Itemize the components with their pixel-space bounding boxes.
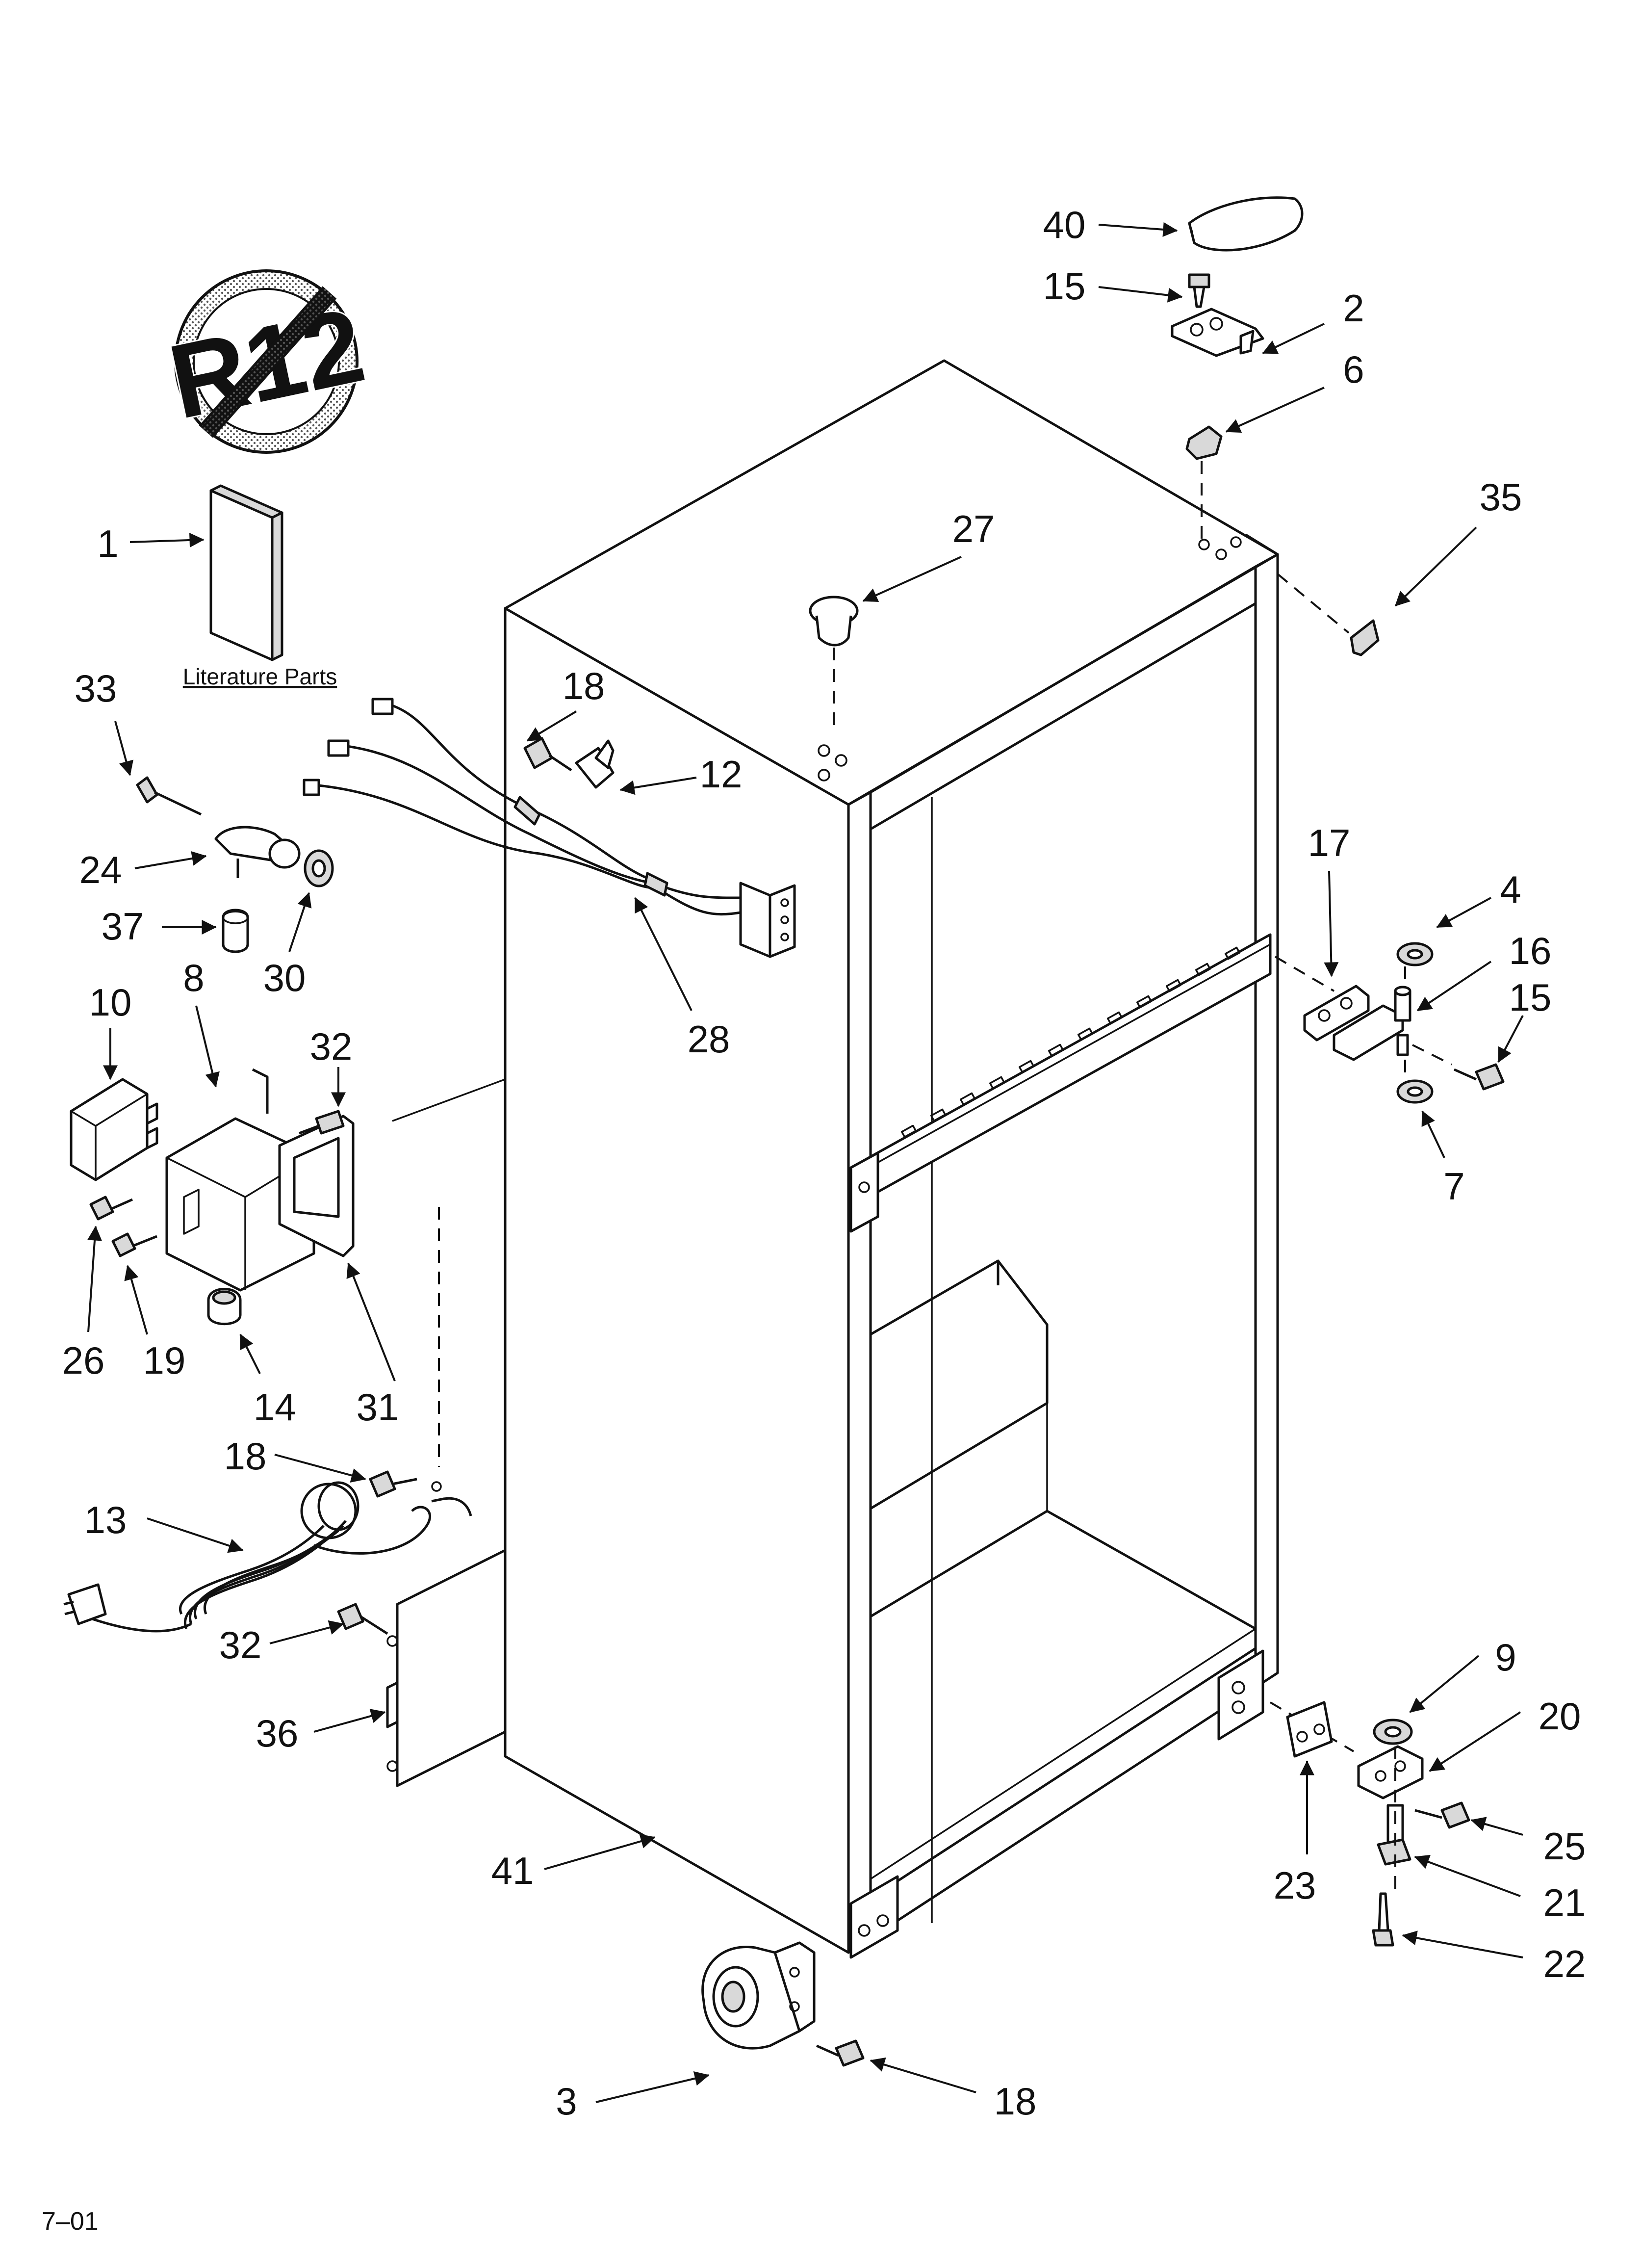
callout-21: 21 xyxy=(1543,1881,1586,1924)
callout-28: 28 xyxy=(688,1017,730,1061)
grommet-14 xyxy=(207,1288,242,1326)
callout-36: 36 xyxy=(256,1712,299,1755)
callout-32-a: 32 xyxy=(310,1025,353,1068)
callout-7: 7 xyxy=(1443,1165,1464,1208)
callout-31: 31 xyxy=(357,1385,399,1429)
callout-19: 19 xyxy=(143,1339,186,1382)
hinge-cover xyxy=(1188,196,1304,252)
refrigerator-cabinet xyxy=(504,359,1279,1959)
callout-26: 26 xyxy=(62,1339,105,1382)
callout-3: 3 xyxy=(556,2080,577,2123)
hinge-plate-17 xyxy=(1303,985,1370,1042)
callout-30: 30 xyxy=(263,956,306,999)
plug-button xyxy=(809,596,859,647)
callout-40: 40 xyxy=(1043,203,1086,246)
callout-2: 2 xyxy=(1343,287,1364,330)
screw-18c xyxy=(816,2039,865,2067)
callout-33: 33 xyxy=(75,667,117,710)
screw-19 xyxy=(111,1232,157,1257)
callout-8: 8 xyxy=(183,956,204,999)
callout-25: 25 xyxy=(1543,1825,1586,1868)
top-hinge-screw xyxy=(1188,273,1210,308)
callout-20: 20 xyxy=(1539,1694,1581,1738)
wire-clip-screw xyxy=(523,737,572,772)
bracket-24 xyxy=(214,826,301,878)
wire-harness xyxy=(303,698,796,958)
callout-13: 13 xyxy=(84,1498,127,1541)
callout-14: 14 xyxy=(254,1385,296,1429)
callout-18-c: 18 xyxy=(994,2080,1037,2123)
wire-clip xyxy=(575,739,615,789)
literature-booklet xyxy=(209,484,283,661)
door-stop xyxy=(1350,619,1380,656)
callout-27: 27 xyxy=(952,507,995,550)
no-r12-refrigerant-icon: R12 xyxy=(158,269,375,454)
callout-10: 10 xyxy=(89,981,132,1024)
cover-31 xyxy=(278,1115,355,1257)
callout-labels: 40 15 2 6 35 27 1 33 18 12 24 37 30 28 1… xyxy=(62,203,1586,2123)
bottom-hinge-20 xyxy=(1357,1745,1424,1799)
screw-26 xyxy=(89,1196,133,1221)
top-hinge xyxy=(1171,308,1264,357)
hinge-shim xyxy=(1185,425,1223,460)
callout-18-b: 18 xyxy=(224,1434,267,1478)
spacer-37 xyxy=(222,909,249,953)
callout-16: 16 xyxy=(1509,929,1552,972)
callout-4: 4 xyxy=(1500,868,1521,911)
grommet-30 xyxy=(304,849,334,887)
callout-37: 37 xyxy=(102,905,144,948)
shim-23 xyxy=(1286,1701,1333,1758)
washer-7 xyxy=(1396,1079,1434,1104)
callout-35: 35 xyxy=(1480,475,1522,519)
washer-4 xyxy=(1396,942,1434,966)
screw-32a xyxy=(299,1110,345,1135)
callout-6: 6 xyxy=(1343,348,1364,391)
washer-9 xyxy=(1373,1719,1413,1745)
callout-18-a: 18 xyxy=(563,664,605,707)
callout-1: 1 xyxy=(97,522,118,565)
revision-stamp: 7–01 xyxy=(42,2207,99,2236)
screw-15-mid xyxy=(1453,1063,1505,1091)
callout-41: 41 xyxy=(491,1849,534,1892)
callout-15-mid: 15 xyxy=(1509,976,1552,1019)
callout-23: 23 xyxy=(1274,1864,1316,1907)
literature-parts-label: Literature Parts xyxy=(183,664,337,689)
roller-bracket-3 xyxy=(701,1941,816,2050)
callout-22: 22 xyxy=(1543,1942,1586,1985)
cover-plate-36 xyxy=(386,1549,507,1787)
callout-12: 12 xyxy=(700,753,743,796)
power-cord xyxy=(63,1481,472,1633)
callout-15-top: 15 xyxy=(1043,264,1086,308)
hinge-pin-21 xyxy=(1377,1804,1411,1866)
mullion-slots xyxy=(900,946,1241,1138)
callout-24: 24 xyxy=(79,848,122,891)
screw-22 xyxy=(1372,1892,1394,1947)
screw-32b xyxy=(337,1603,388,1635)
center-hinge-16 xyxy=(1333,986,1411,1061)
relay-10 xyxy=(70,1078,158,1181)
screw-25 xyxy=(1414,1801,1470,1829)
compressor-box-8 xyxy=(165,1068,315,1292)
callout-32-b: 32 xyxy=(219,1623,262,1667)
thermostat-screw xyxy=(136,776,202,816)
callout-9: 9 xyxy=(1495,1636,1516,1679)
leader-arrows xyxy=(87,222,1524,2103)
screw-18b xyxy=(369,1470,417,1498)
callout-17: 17 xyxy=(1308,821,1351,864)
